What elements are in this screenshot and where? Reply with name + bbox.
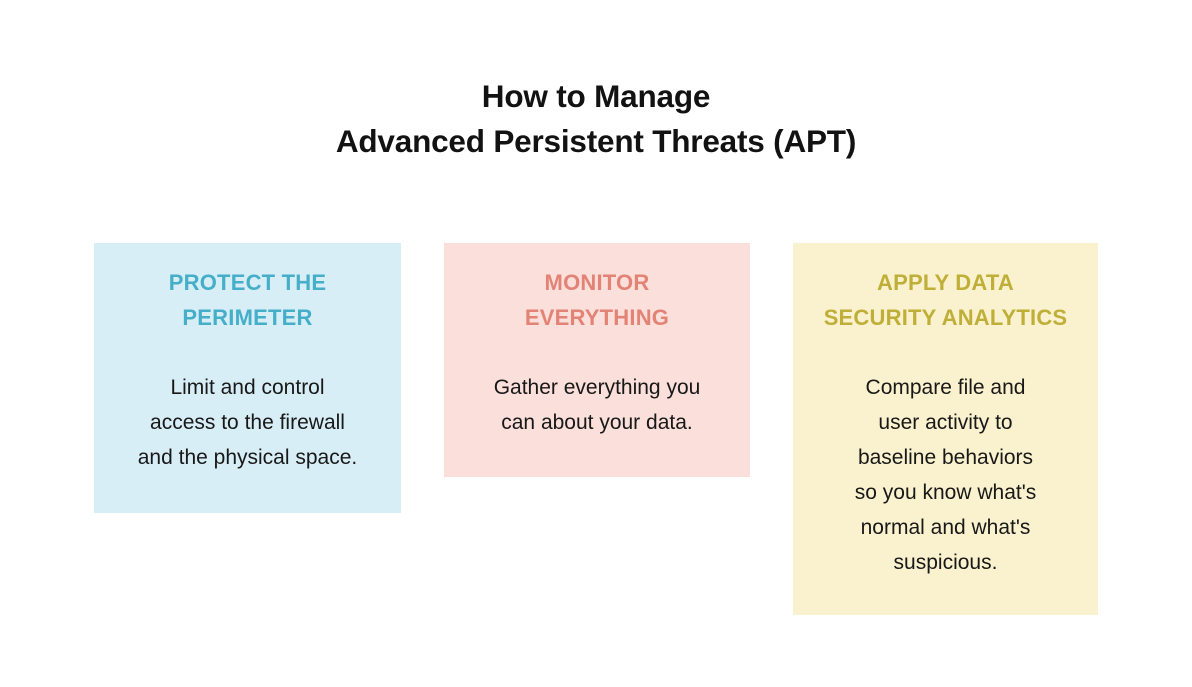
card-body-protect-the-perimeter: Limit and control access to the firewall… (136, 370, 359, 475)
card-heading-line-1: PROTECT THE (168, 270, 327, 295)
card-body-line-6: suspicious. (893, 551, 998, 574)
card-body-line-3: and the physical space. (137, 446, 358, 469)
card-body-line-4: so you know what's (854, 481, 1037, 504)
card-body-line-2: user activity to (878, 411, 1013, 434)
page-title-line-2: Advanced Persistent Threats (APT) (335, 123, 857, 159)
card-heading-line-1: MONITOR (544, 270, 650, 295)
card-heading-line-2: SECURITY ANALYTICS (823, 305, 1068, 330)
card-body-apply-data-security-analytics: Compare file and user activity to baseli… (853, 370, 1038, 580)
card-body-line-3: baseline behaviors (857, 446, 1034, 469)
card-heading-line-2: EVERYTHING (524, 305, 670, 330)
card-body-line-2: access to the firewall (150, 411, 345, 434)
card-heading-line-2: PERIMETER (182, 305, 313, 330)
card-protect-the-perimeter: PROTECT THE PERIMETER Limit and control … (94, 243, 401, 513)
page-title: How to Manage Advanced Persistent Threat… (0, 74, 1192, 164)
card-heading-protect-the-perimeter: PROTECT THE PERIMETER (163, 265, 332, 335)
card-body-line-1: Compare file and (865, 376, 1026, 399)
card-body-line-1: Limit and control (170, 376, 325, 399)
card-body-line-2: can about your data. (501, 411, 693, 434)
card-apply-data-security-analytics: APPLY DATA SECURITY ANALYTICS Compare fi… (793, 243, 1098, 615)
card-monitor-everything: MONITOR EVERYTHING Gather everything you… (444, 243, 750, 477)
card-heading-monitor-everything: MONITOR EVERYTHING (519, 265, 675, 335)
card-body-line-5: normal and what's (860, 516, 1031, 539)
card-body-line-1: Gather everything you (493, 376, 701, 399)
card-heading-line-1: APPLY DATA (877, 270, 1014, 295)
cards-row: PROTECT THE PERIMETER Limit and control … (94, 243, 1098, 615)
page-title-line-1: How to Manage (481, 78, 711, 114)
card-body-monitor-everything: Gather everything you can about your dat… (492, 370, 703, 440)
card-heading-apply-data-security-analytics: APPLY DATA SECURITY ANALYTICS (818, 265, 1074, 335)
